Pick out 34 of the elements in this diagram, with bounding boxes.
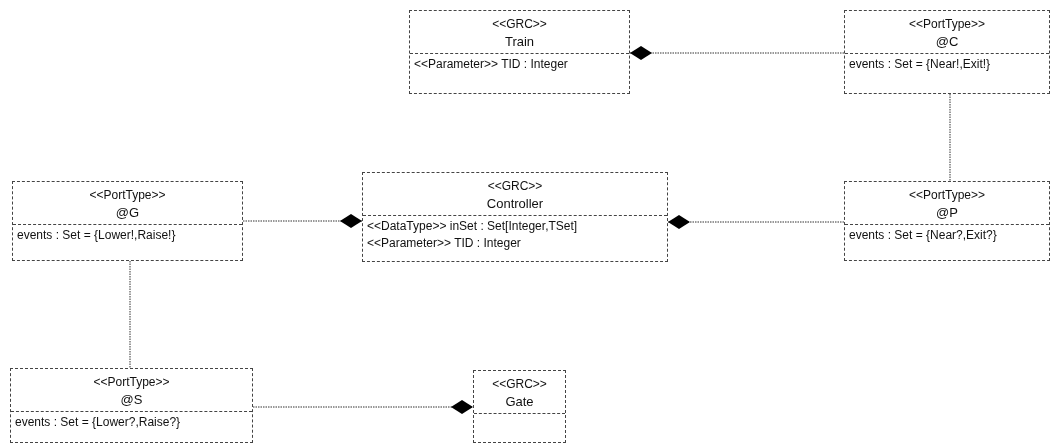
class-box	[844, 181, 1050, 261]
stereotype-label: <<GRC>>	[492, 16, 547, 33]
class-name: @G	[115, 204, 140, 221]
attribute-text: <<DataType>> inSet : Set[Integer,TSet]	[367, 218, 578, 235]
composition-line	[629, 46, 845, 60]
class-name: Train	[504, 33, 535, 50]
stereotype-label: <<GRC>>	[492, 376, 547, 393]
class-box	[12, 181, 243, 261]
class-box	[362, 172, 668, 262]
attribute-text: <<Parameter>> TID : Integer	[414, 56, 568, 73]
stereotype-label: <<PortType>>	[908, 187, 986, 204]
class-box	[473, 370, 566, 443]
class-box	[10, 368, 253, 443]
class-box	[844, 10, 1050, 94]
association-line	[949, 93, 951, 182]
stereotype-label: <<PortType>>	[89, 187, 166, 204]
class-name: @S	[120, 391, 143, 408]
stereotype-label: <<PortType>>	[93, 374, 170, 391]
attribute-text: events : Set = {Lower?,Raise?}	[15, 414, 181, 431]
class-box	[409, 10, 630, 94]
composition-line	[242, 214, 363, 228]
attribute-text: <<Parameter>> TID : Integer	[367, 235, 521, 252]
class-name: @P	[936, 204, 958, 221]
class-name: @C	[935, 33, 959, 50]
composition-line	[667, 215, 845, 229]
class-name: Gate	[505, 393, 534, 410]
stereotype-label: <<PortType>>	[908, 16, 986, 33]
attribute-text: events : Set = {Near?,Exit?}	[849, 227, 997, 244]
composition-line	[252, 400, 474, 414]
association-line	[129, 260, 131, 369]
attribute-text: events : Set = {Near!,Exit!}	[849, 56, 991, 73]
class-name: Controller	[486, 195, 544, 212]
stereotype-label: <<GRC>>	[487, 178, 543, 195]
attribute-text: events : Set = {Lower!,Raise!}	[17, 227, 176, 244]
